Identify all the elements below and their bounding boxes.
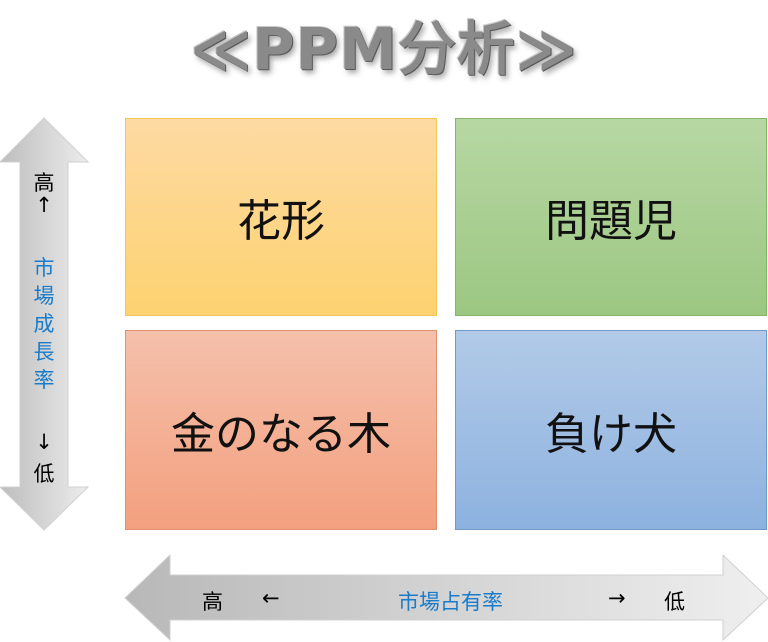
left-arrow-icon: ←	[262, 586, 280, 610]
horizontal-double-arrow	[124, 553, 768, 642]
quadrant-star: 花形	[125, 118, 437, 316]
x-low-label: 低	[664, 590, 685, 614]
y-high-label: 高	[33, 171, 55, 195]
vertical-double-arrow	[0, 117, 90, 531]
y-axis-label-3: 成	[33, 312, 55, 336]
right-arrow-icon: →	[608, 586, 626, 610]
up-arrow-icon: ↑	[35, 193, 53, 217]
x-axis-label: 市場占有率	[398, 590, 503, 614]
y-axis-label-1: 市	[33, 256, 55, 280]
y-axis-label-2: 場	[33, 284, 55, 308]
quadrant-cash-cow: 金のなる木	[125, 330, 437, 530]
x-high-label: 高	[202, 590, 223, 614]
quadrant-dog: 負け犬	[455, 330, 767, 530]
y-low-label: 低	[33, 462, 55, 486]
y-axis-label-5: 率	[33, 368, 55, 392]
down-arrow-icon: ↓	[35, 430, 53, 454]
diagram-title: ≪PPM分析≫	[190, 15, 578, 83]
y-axis-label-4: 長	[33, 340, 55, 364]
quadrant-question-mark: 問題児	[455, 118, 767, 316]
